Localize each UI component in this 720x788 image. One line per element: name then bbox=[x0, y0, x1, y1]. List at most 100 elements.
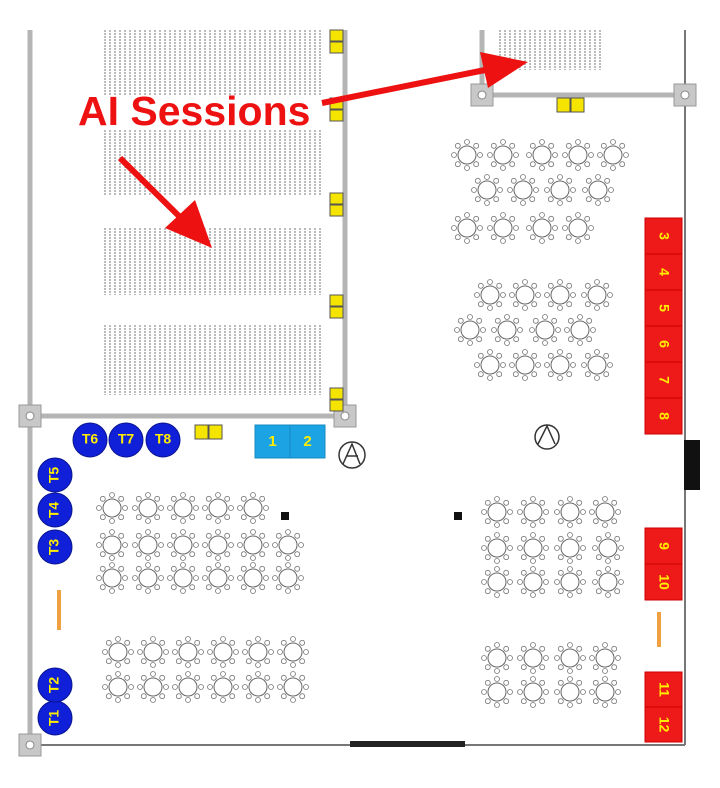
booth-label: 8 bbox=[656, 412, 672, 420]
round-tables bbox=[96, 139, 629, 708]
round-table bbox=[242, 671, 274, 703]
round-table bbox=[544, 279, 576, 311]
booth-label: 12 bbox=[656, 717, 672, 733]
tabletop-label: T8 bbox=[155, 431, 172, 447]
round-table bbox=[554, 676, 586, 708]
pillar bbox=[470, 83, 494, 107]
tabletop-t4[interactable]: T4 bbox=[37, 492, 73, 528]
tabletop-t1[interactable]: T1 bbox=[37, 700, 73, 736]
round-table bbox=[597, 139, 629, 171]
column bbox=[281, 512, 289, 520]
round-table bbox=[272, 529, 304, 561]
booth-10[interactable]: 10 bbox=[644, 563, 683, 601]
yellow-marker bbox=[329, 29, 344, 54]
seating-block bbox=[104, 228, 321, 295]
seating-block bbox=[104, 325, 321, 395]
booth-label: 2 bbox=[303, 433, 311, 450]
booth-7[interactable]: 7 bbox=[644, 361, 683, 399]
tabletop-t5[interactable]: T5 bbox=[37, 457, 73, 493]
door-right bbox=[684, 440, 700, 490]
round-table bbox=[544, 174, 576, 206]
round-table bbox=[272, 562, 304, 594]
round-table bbox=[277, 636, 309, 668]
tabletop-label: T2 bbox=[46, 677, 62, 694]
round-table bbox=[526, 139, 558, 171]
ai-sessions-label: AI Sessions bbox=[78, 88, 310, 134]
tabletop-t3[interactable]: T3 bbox=[37, 529, 73, 565]
round-table bbox=[167, 562, 199, 594]
booth-5[interactable]: 5 bbox=[644, 289, 683, 327]
round-table bbox=[562, 212, 594, 244]
door bbox=[350, 741, 465, 747]
round-table bbox=[481, 676, 513, 708]
round-table bbox=[471, 174, 503, 206]
round-table bbox=[202, 529, 234, 561]
booth-6[interactable]: 6 bbox=[644, 325, 683, 363]
round-table bbox=[132, 492, 164, 524]
round-table bbox=[96, 492, 128, 524]
round-table bbox=[554, 642, 586, 674]
yellow-marker bbox=[329, 294, 344, 319]
arrow-icon bbox=[117, 155, 212, 248]
round-table bbox=[581, 349, 613, 381]
round-table bbox=[137, 671, 169, 703]
tabletop-label: T7 bbox=[118, 431, 135, 447]
round-table bbox=[517, 532, 549, 564]
orange-bar bbox=[657, 612, 661, 647]
round-table bbox=[491, 314, 523, 346]
round-table bbox=[451, 212, 483, 244]
column bbox=[454, 512, 462, 520]
arrow-icon bbox=[321, 52, 528, 106]
pillar bbox=[18, 404, 42, 428]
pillar bbox=[18, 733, 42, 757]
round-table bbox=[137, 636, 169, 668]
booth-9[interactable]: 9 bbox=[644, 527, 683, 565]
booth-label: 7 bbox=[656, 376, 672, 384]
tabletop-label: T1 bbox=[46, 710, 62, 727]
theater-seating bbox=[104, 30, 601, 395]
tabletop-t7[interactable]: T7 bbox=[108, 422, 144, 458]
round-table bbox=[172, 671, 204, 703]
seating-block bbox=[104, 130, 321, 195]
tabletop-t6[interactable]: T6 bbox=[72, 422, 108, 458]
round-table bbox=[517, 566, 549, 598]
tabletops: T1 T2 T3 T4 T5 T6 T7 T8 bbox=[37, 422, 181, 736]
round-table bbox=[474, 279, 506, 311]
pillars bbox=[18, 83, 697, 757]
booth-11[interactable]: 11 bbox=[644, 671, 683, 708]
round-table bbox=[237, 529, 269, 561]
round-table bbox=[474, 349, 506, 381]
round-table bbox=[509, 349, 541, 381]
booth-label: 1 bbox=[268, 433, 276, 450]
round-table bbox=[487, 212, 519, 244]
tabletop-t2[interactable]: T2 bbox=[37, 667, 73, 703]
round-table bbox=[451, 139, 483, 171]
booth-label: 4 bbox=[656, 268, 672, 276]
yellow-marker bbox=[556, 97, 585, 113]
round-table bbox=[207, 636, 239, 668]
round-table bbox=[132, 529, 164, 561]
booth-label: 11 bbox=[656, 682, 672, 697]
walls bbox=[27, 30, 685, 745]
tabletop-t8[interactable]: T8 bbox=[145, 422, 181, 458]
booth-12[interactable]: 12 bbox=[644, 706, 683, 743]
booth-1[interactable]: 1 bbox=[254, 424, 291, 459]
tabletop-label: T4 bbox=[46, 502, 62, 519]
round-table bbox=[96, 562, 128, 594]
booth-8[interactable]: 8 bbox=[644, 397, 683, 435]
round-table bbox=[507, 174, 539, 206]
yellow-marker bbox=[329, 387, 344, 412]
yellow-marker bbox=[329, 192, 344, 217]
round-table bbox=[517, 676, 549, 708]
tabletop-label: T5 bbox=[46, 467, 62, 484]
booth-3[interactable]: 3 bbox=[644, 217, 683, 255]
round-table bbox=[172, 636, 204, 668]
booth-4[interactable]: 4 bbox=[644, 253, 683, 291]
booth-2[interactable]: 2 bbox=[289, 424, 326, 459]
tabletop-label: T3 bbox=[46, 539, 62, 556]
round-table bbox=[202, 562, 234, 594]
booth-label: 6 bbox=[656, 340, 672, 348]
pillar bbox=[673, 83, 697, 107]
booth-label: 9 bbox=[656, 542, 672, 550]
